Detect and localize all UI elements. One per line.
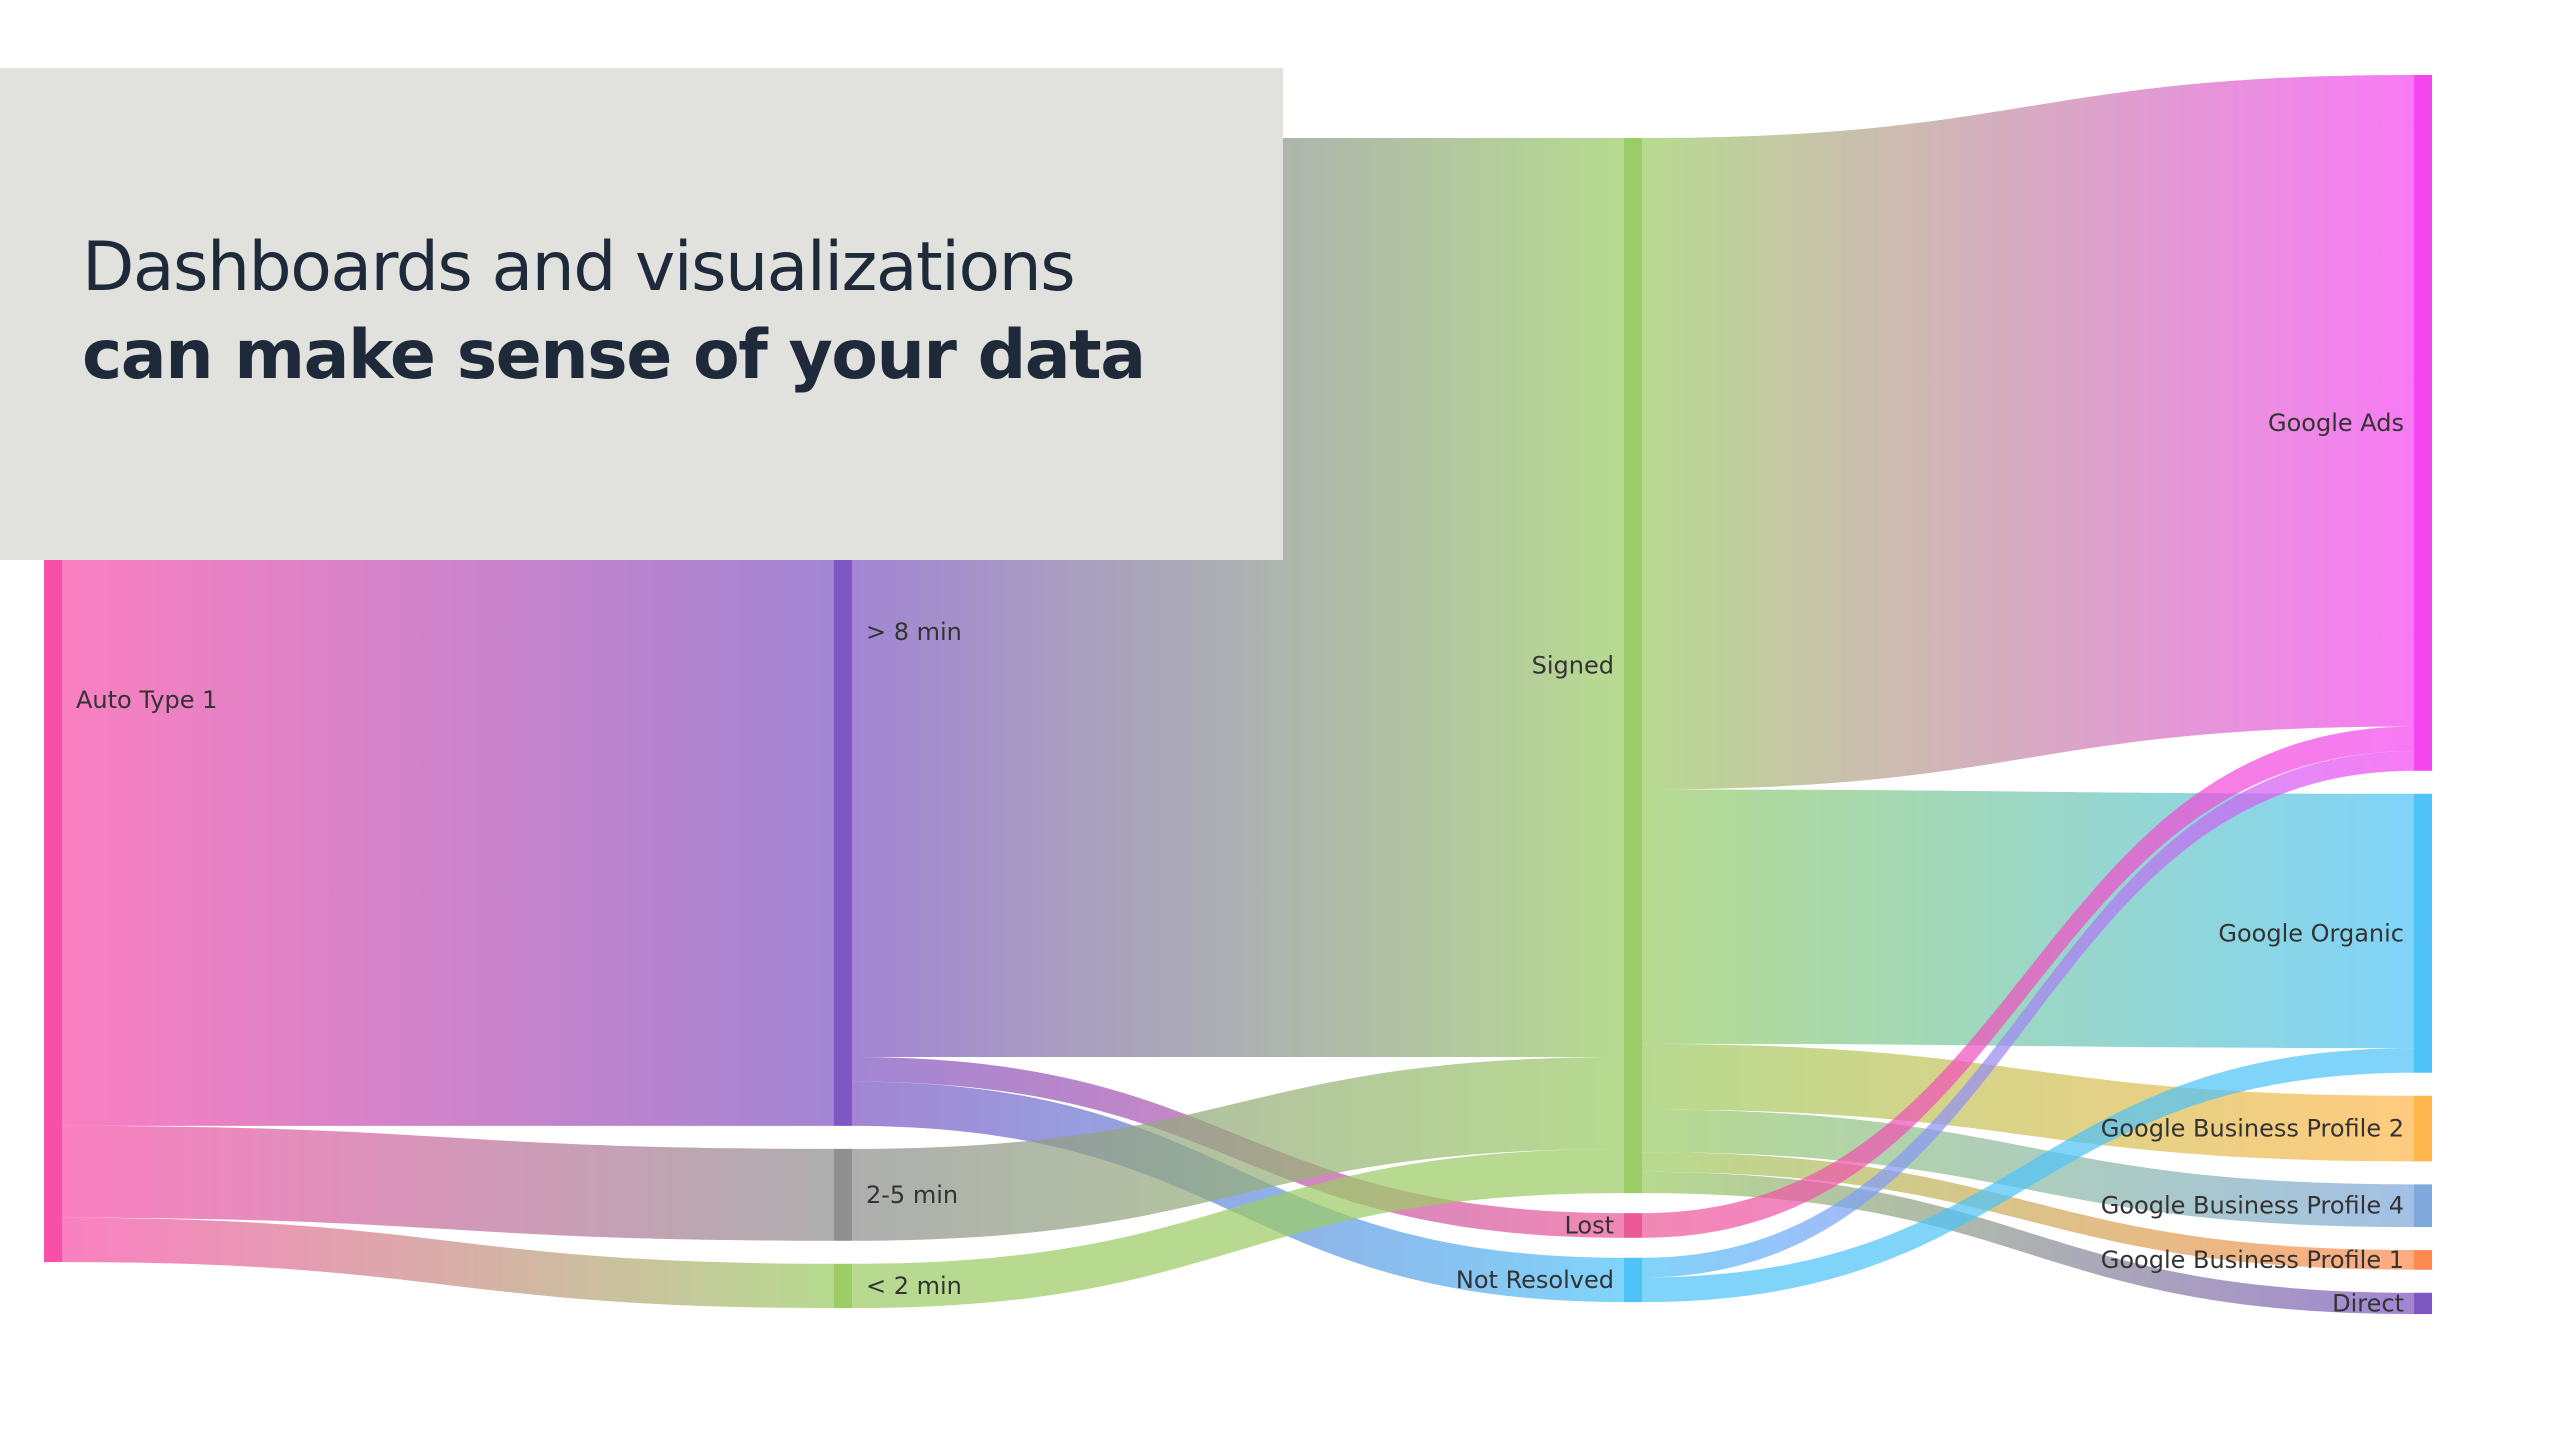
link-m25-to-signed[interactable] <box>852 1056 1624 1241</box>
node-label-gbp4: Google Business Profile 4 <box>2101 1192 2404 1220</box>
link-signed-to-direct[interactable] <box>1642 1171 2414 1315</box>
node-gorg[interactable] <box>2414 793 2432 1073</box>
link-nr-to-gorg[interactable] <box>1642 1048 2414 1303</box>
node-label-m25: 2-5 min <box>866 1181 958 1209</box>
link-signed-to-gorg[interactable] <box>1642 789 2414 1049</box>
node-label-gads: Google Ads <box>2268 409 2404 437</box>
node-label-signed: Signed <box>1532 652 1614 680</box>
node-label-auto1: Auto Type 1 <box>76 686 217 714</box>
node-gbp1[interactable] <box>2414 1250 2432 1270</box>
link-lost-to-gads[interactable] <box>1642 726 2414 1238</box>
link-lt2-to-signed[interactable] <box>852 1148 1624 1309</box>
node-signed[interactable] <box>1624 138 1642 1194</box>
node-label-nr: Not Resolved <box>1456 1266 1614 1294</box>
node-gbp2[interactable] <box>2414 1095 2432 1162</box>
node-label-lost: Lost <box>1564 1211 1614 1239</box>
node-gads[interactable] <box>2414 75 2432 771</box>
link-signed-to-gbp2[interactable] <box>1642 1043 2414 1162</box>
node-gbp4[interactable] <box>2414 1184 2432 1228</box>
headline-line-2: can make sense of your data <box>82 316 1146 395</box>
node-lt2[interactable] <box>834 1263 852 1309</box>
node-m25[interactable] <box>834 1148 852 1241</box>
sankey-labels: Auto Type 1 > 8 min 2-5 min < 2 min SignedLo… <box>76 409 2404 1318</box>
node-label-gorg: Google Organic <box>2218 919 2404 947</box>
node-direct[interactable] <box>2414 1292 2432 1315</box>
link-signed-to-gads[interactable] <box>1642 75 2414 790</box>
node-label-gt8: > 8 min <box>866 618 962 646</box>
headline-banner: Dashboards and visualizations can make s… <box>0 68 1283 560</box>
node-label-gbp2: Google Business Profile 2 <box>2101 1115 2404 1143</box>
link-nr-to-gads[interactable] <box>1642 751 2414 1278</box>
sankey-links <box>62 75 2414 1315</box>
node-label-direct: Direct <box>2332 1289 2404 1317</box>
node-nr[interactable] <box>1624 1257 1642 1303</box>
link-auto1-to-m25[interactable] <box>62 1125 834 1241</box>
link-auto1-to-lt2[interactable] <box>62 1217 834 1309</box>
headline-line-1: Dashboards and visualizations <box>82 228 1076 307</box>
node-label-gbp1: Google Business Profile 1 <box>2101 1246 2404 1274</box>
node-label-lt2: < 2 min <box>866 1272 962 1300</box>
node-lost[interactable] <box>1624 1213 1642 1238</box>
